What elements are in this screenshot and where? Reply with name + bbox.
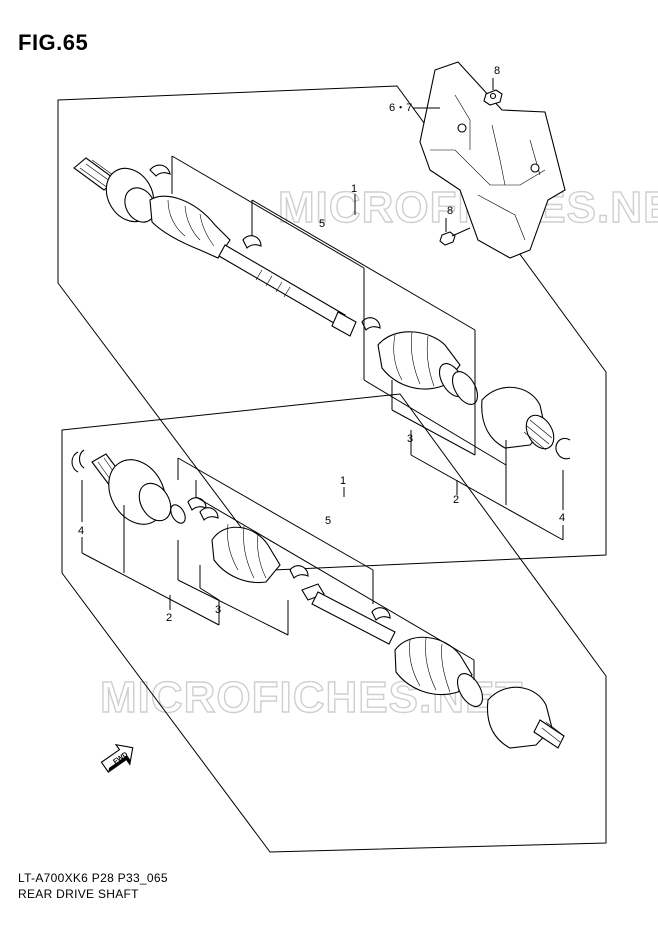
bolt-upper-icon [483, 89, 503, 106]
callout-upper-shaft-assy: 1 [351, 183, 357, 195]
upper-drive-shaft [73, 157, 571, 460]
callout-bolt-upper: 8 [494, 65, 500, 77]
callout-lower-boot-kit: 5 [325, 515, 331, 527]
bracket-guard [419, 61, 566, 259]
model-code: LT-A700XK6 P28 P33_065 [18, 871, 168, 885]
callout-lower-joint: 2 [166, 612, 172, 624]
callout-bolt-lower: 8 [447, 205, 453, 217]
upper-shaft-panel: 6・7 8 8 1 5 3 2 4 [57, 61, 607, 571]
lower-drive-shaft [71, 449, 565, 749]
drawing-title: REAR DRIVE SHAFT [18, 887, 139, 901]
callout-lower-boot-set: 3 [215, 604, 221, 616]
lower-shaft-panel: 1 5 4 2 3 [61, 393, 607, 853]
bolt-lower-icon [439, 227, 471, 246]
callout-upper-boot-kit: 5 [319, 218, 325, 230]
callout-upper-circlip: 4 [559, 512, 565, 524]
callout-upper-boot-set: 3 [407, 433, 413, 445]
callout-lower-shaft-assy: 1 [340, 475, 346, 487]
callout-upper-joint: 2 [453, 494, 459, 506]
upper-panel-outline [57, 85, 607, 571]
fwd-arrow-icon: FWD [100, 743, 134, 773]
upper-leader-lines [171, 78, 564, 541]
callout-bracket-set: 6・7 [389, 102, 412, 114]
callout-lower-circlip: 4 [78, 525, 84, 537]
lower-panel-outline [61, 393, 607, 853]
figure-title: FIG.65 [18, 30, 89, 55]
lower-leader-lines [81, 457, 475, 680]
